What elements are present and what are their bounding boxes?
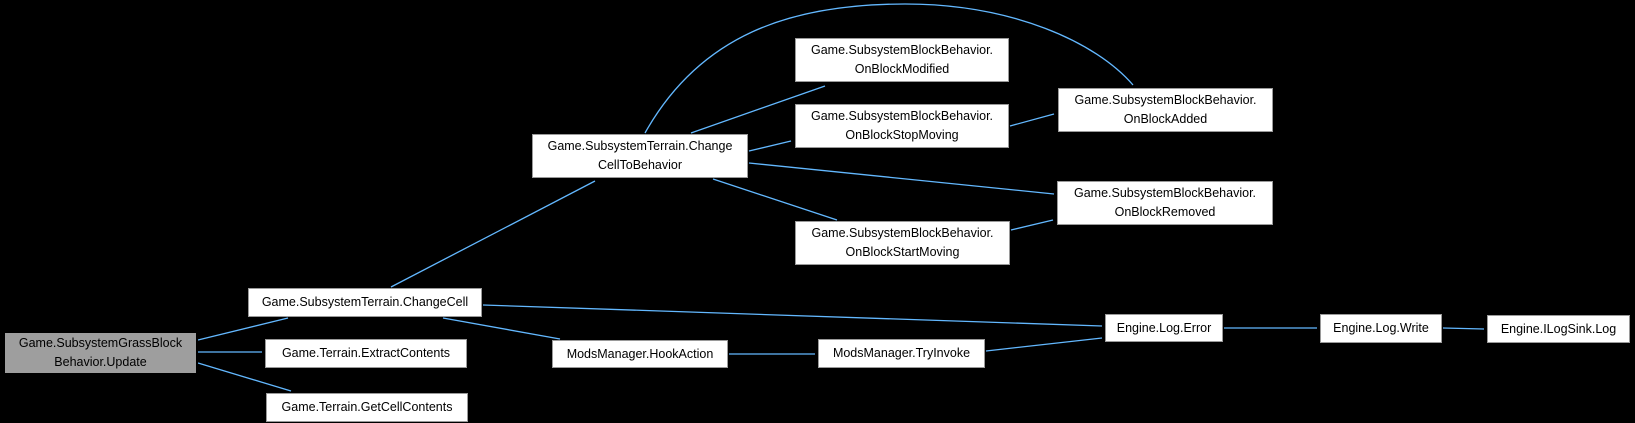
node-label-line: Engine.Log.Error	[1116, 320, 1212, 335]
node-subsystemblockbehavior-onblockstopmoving[interactable]: Game.SubsystemBlockBehavior. OnBlockStopM…	[795, 104, 1009, 148]
edge-subsystemterrain-changecelltobehavior--to--subsystemblockbehavior-onblockmodified	[690, 85, 826, 134]
node-label-line: CellToBehavior	[597, 158, 683, 172]
edge-subsystemterrain-changecell--to--subsystemterrain-changecelltobehavior	[390, 180, 596, 288]
node-label-line: OnBlockRemoved	[1114, 205, 1216, 219]
node-terrain-getcellcontents[interactable]: Game.Terrain.GetCellContents	[266, 393, 468, 422]
node-label-line: Engine.ILogSink.Log	[1500, 321, 1617, 336]
node-subsystemblockbehavior-onblockstartmoving[interactable]: Game.SubsystemBlockBehavior. OnBlockStart…	[795, 221, 1010, 265]
node-label-line: Game.SubsystemTerrain.ChangeCell	[261, 295, 469, 309]
node-label-line: OnBlockAdded	[1123, 112, 1208, 126]
edge-modsmanager-tryinvoke--to--engine-log-error	[985, 337, 1103, 352]
node-label-line: Game.Terrain.GetCellContents	[281, 400, 453, 414]
node-label-line: Game.SubsystemBlockBehavior.	[810, 43, 994, 57]
node-subsystemterrain-changecell[interactable]: Game.SubsystemTerrain.ChangeCell	[248, 288, 482, 317]
edge-engine-log-write--to--engine-ilogsink-log	[1442, 327, 1485, 330]
node-engine-ilogsink-log[interactable]: Engine.ILogSink.Log	[1487, 315, 1630, 343]
node-label-line: Game.SubsystemGrassBlock	[18, 336, 183, 350]
edge-subsystemterrain-changecell--to--modsmanager-hookaction	[442, 317, 561, 340]
node-label-line: OnBlockStopMoving	[845, 128, 959, 142]
node-subsystemblockbehavior-onblockadded[interactable]: Game.SubsystemBlockBehavior. OnBlockAdded	[1058, 88, 1273, 132]
edge-subsystemblockbehavior-onblockstopmoving--to--subsystemblockbehavior-onblockadded	[1009, 113, 1055, 127]
node-label-line: Game.SubsystemBlockBehavior.	[811, 226, 994, 240]
node-label-line: Game.SubsystemBlockBehavior.	[1074, 93, 1257, 107]
node-label-line: Engine.Log.Write	[1333, 321, 1429, 335]
edge-subsystemterrain-changecelltobehavior--to--subsystemblockbehavior-onblockremoved	[748, 162, 1055, 195]
node-label-line: Game.Terrain.ExtractContents	[281, 346, 451, 360]
edge-subsystemterrain-changecelltobehavior--to--subsystemblockbehavior-onblockstopmoving	[748, 140, 792, 152]
node-engine-log-write[interactable]: Engine.Log.Write	[1320, 314, 1442, 343]
edge-subsystemterrain-changecelltobehavior--to--subsystemblockbehavior-onblockstartmoving	[712, 178, 838, 221]
node-label-line: Game.SubsystemBlockBehavior.	[1073, 186, 1257, 200]
node-terrain-extractcontents[interactable]: Game.Terrain.ExtractContents	[265, 339, 467, 368]
edge-subsystemblockbehavior-onblockstartmoving--to--subsystemblockbehavior-onblockremoved	[1010, 219, 1054, 231]
node-label-line: ModsManager.TryInvoke	[832, 346, 971, 360]
node-label-line: Game.SubsystemBlockBehavior.	[810, 109, 994, 123]
node-label-line: Behavior.Update	[54, 355, 147, 369]
node-engine-log-error[interactable]: Engine.Log.Error	[1105, 314, 1223, 342]
node-label-line: OnBlockModified	[854, 62, 950, 76]
node-label-line: OnBlockStartMoving	[845, 245, 960, 259]
edge-subsystemterrain-changecelltobehavior--to--subsystemblockbehavior-onblockadded	[644, 3, 1134, 134]
edge-subsystemgrassblockbehavior-update--to--terrain-getcellcontents	[197, 362, 292, 392]
node-subsystemblockbehavior-onblockremoved[interactable]: Game.SubsystemBlockBehavior. OnBlockRemov…	[1057, 181, 1273, 225]
edge-subsystemgrassblockbehavior-update--to--subsystemterrain-changecell	[197, 317, 289, 341]
node-label-line: ModsManager.HookAction	[566, 346, 714, 361]
node-label-line: Game.SubsystemTerrain.Change	[547, 139, 733, 153]
edge-subsystemterrain-changecell--to--engine-log-error	[482, 304, 1103, 327]
node-modsmanager-hookaction[interactable]: ModsManager.HookAction	[552, 340, 728, 368]
node-modsmanager-tryinvoke[interactable]: ModsManager.TryInvoke	[818, 339, 985, 368]
node-subsystemblockbehavior-onblockmodified[interactable]: Game.SubsystemBlockBehavior. OnBlockModif…	[795, 38, 1009, 82]
